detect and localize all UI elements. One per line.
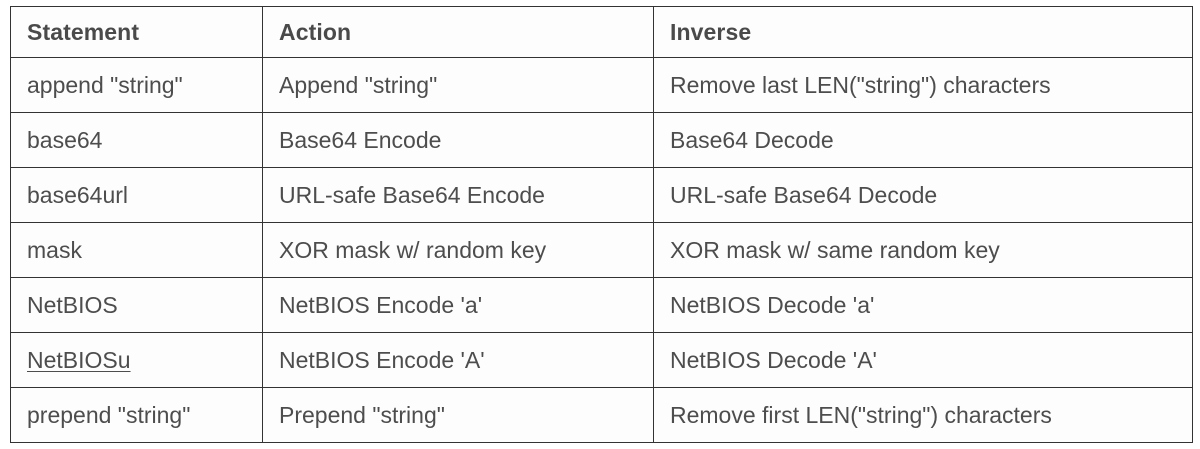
cell-action: NetBIOS Encode 'a' — [262, 277, 654, 333]
cell-inverse: URL-safe Base64 Decode — [653, 167, 1193, 223]
table-row: base64 Base64 Encode Base64 Decode — [10, 112, 1193, 168]
operations-table: Statement Action Inverse append "string"… — [10, 6, 1193, 443]
table-row: NetBIOSu NetBIOS Encode 'A' NetBIOS Deco… — [10, 332, 1193, 388]
table-header: Statement Action Inverse — [10, 6, 1193, 58]
cell-statement: base64 — [10, 112, 263, 168]
table-row: base64url URL-safe Base64 Encode URL-saf… — [10, 167, 1193, 223]
cell-inverse: Base64 Decode — [653, 112, 1193, 168]
table-row: mask XOR mask w/ random key XOR mask w/ … — [10, 222, 1193, 278]
column-header-statement: Statement — [10, 6, 263, 58]
operations-table-container: Statement Action Inverse append "string"… — [10, 6, 1193, 443]
cell-statement: NetBIOS — [10, 277, 263, 333]
cell-action: NetBIOS Encode 'A' — [262, 332, 654, 388]
spellcheck-squiggle-icon — [27, 376, 131, 381]
column-header-action: Action — [262, 6, 654, 58]
cell-statement: base64url — [10, 167, 263, 223]
table-row: prepend "string" Prepend "string" Remove… — [10, 387, 1193, 443]
cell-inverse: NetBIOS Decode 'A' — [653, 332, 1193, 388]
cell-action: Base64 Encode — [262, 112, 654, 168]
cell-inverse: Remove last LEN("string") characters — [653, 57, 1193, 113]
cell-statement: prepend "string" — [10, 387, 263, 443]
cell-inverse: XOR mask w/ same random key — [653, 222, 1193, 278]
cell-statement: append "string" — [10, 57, 263, 113]
column-header-inverse: Inverse — [653, 6, 1193, 58]
spellcheck-term-text: NetBIOSu — [27, 346, 131, 373]
cell-action: Append "string" — [262, 57, 654, 113]
cell-inverse: NetBIOS Decode 'a' — [653, 277, 1193, 333]
cell-action: Prepend "string" — [262, 387, 654, 443]
cell-action: XOR mask w/ random key — [262, 222, 654, 278]
cell-action: URL-safe Base64 Encode — [262, 167, 654, 223]
cell-statement: mask — [10, 222, 263, 278]
table-body: append "string" Append "string" Remove l… — [10, 57, 1193, 443]
table-row: NetBIOS NetBIOS Encode 'a' NetBIOS Decod… — [10, 277, 1193, 333]
cell-statement: NetBIOSu — [10, 332, 263, 388]
cell-inverse: Remove first LEN("string") characters — [653, 387, 1193, 443]
table-header-row: Statement Action Inverse — [10, 6, 1193, 58]
table-row: append "string" Append "string" Remove l… — [10, 57, 1193, 113]
spellcheck-flagged-term: NetBIOSu — [27, 347, 131, 374]
